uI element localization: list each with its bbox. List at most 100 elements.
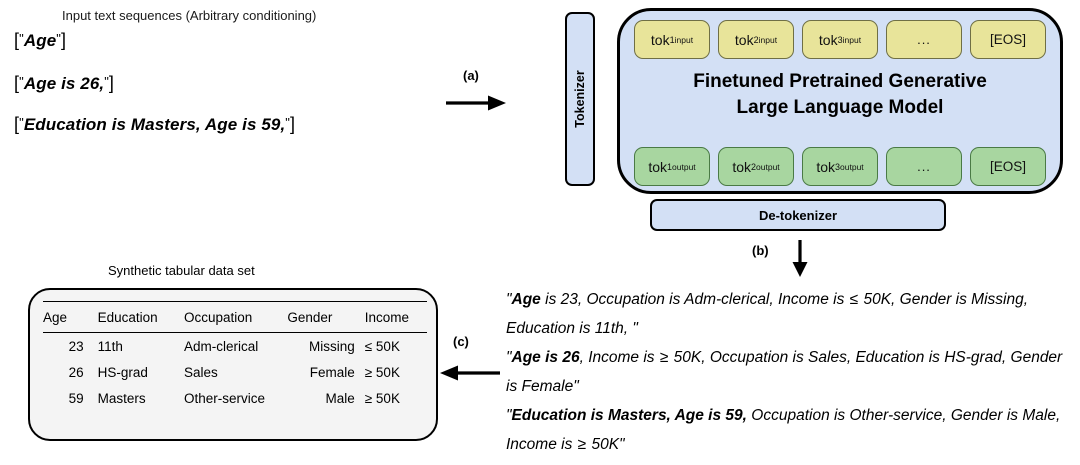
comparison-operator-icon: ≥: [577, 436, 587, 453]
quote-open: ": [19, 74, 24, 89]
generated-text-block: "Age is 23, Occupation is Adm-clerical, …: [506, 285, 1076, 459]
cell-income: ≥ 50K: [365, 359, 427, 385]
token-base: ...: [917, 32, 931, 47]
quote-open: ": [506, 349, 512, 366]
income-value: 50K: [375, 339, 400, 354]
token-base: tok: [816, 158, 836, 175]
income-value: 50K: [375, 391, 400, 406]
generated-rest-b: 50K, Gender is Missing, Education is 11t…: [506, 291, 1029, 337]
token-base: tok: [650, 31, 670, 48]
detokenizer-box: De-tokenizer: [650, 199, 946, 231]
input-token-eos: [EOS]: [970, 20, 1046, 59]
input-sequence-text: Age: [23, 31, 57, 50]
cell-education: HS-grad: [97, 365, 148, 380]
column-header-gender: Gender: [287, 301, 365, 333]
arrow-left-c-icon: [440, 365, 500, 381]
generated-rest-a: , Income is: [579, 349, 659, 366]
token-base: tok: [818, 31, 838, 48]
synthetic-data-table: Age Education Occupation Gender Income 2…: [43, 301, 427, 411]
token-base: tok: [732, 158, 752, 175]
input-sequence-text: Age is 26,: [23, 74, 105, 93]
income-value: 50K: [375, 365, 400, 380]
detokenizer-label: De-tokenizer: [758, 207, 838, 223]
table-header-row: Age Education Occupation Gender Income: [43, 301, 427, 333]
quote-close: ": [56, 31, 61, 46]
quote-open: ": [506, 291, 512, 308]
quote-close: ": [573, 378, 579, 395]
output-token-ellipsis: ...: [886, 147, 962, 186]
comparison-operator-icon: ≥: [364, 365, 373, 380]
column-header-education: Education: [97, 301, 185, 333]
comparison-operator-icon: ≤: [849, 291, 859, 308]
cell-education: Masters: [97, 391, 146, 406]
cell-occupation: Other-service: [184, 391, 266, 406]
bracket-close: ]: [289, 114, 296, 134]
token-base: [EOS]: [989, 32, 1026, 47]
cell-age: 26: [68, 365, 84, 380]
token-base: [EOS]: [989, 159, 1026, 174]
bracket-close: ]: [108, 73, 115, 93]
token-base: tok: [734, 31, 754, 48]
synthetic-table-card: Age Education Occupation Gender Income 2…: [28, 288, 438, 441]
bracket-open: [: [14, 114, 20, 134]
generated-rest-a: is 23, Occupation is Adm-clerical, Incom…: [540, 291, 849, 308]
arrow-a-label: (a): [463, 68, 479, 83]
output-token-eos: [EOS]: [970, 147, 1046, 186]
comparison-operator-icon: ≥: [659, 349, 669, 366]
tokenizer-box: Tokenizer: [565, 12, 595, 186]
token-base: tok: [648, 158, 668, 175]
generated-text-line: "Education is Masters, Age is 59, Occupa…: [506, 401, 1076, 459]
cell-income: ≥ 50K: [365, 385, 427, 411]
column-header-occupation: Occupation: [184, 301, 288, 333]
cell-education: 11th: [97, 339, 123, 354]
column-header-income: Income: [364, 301, 427, 333]
input-section-title: Input text sequences (Arbitrary conditio…: [62, 8, 317, 23]
input-sequence-item: ["Age"]: [14, 30, 66, 51]
cell-age: 23: [68, 339, 84, 354]
table-row: 23 11th Adm-clerical Missing ≤ 50K: [43, 333, 427, 360]
arrow-c-label: (c): [453, 334, 469, 349]
input-sequence-item: ["Age is 26,"]: [14, 73, 114, 94]
quote-open: ": [506, 407, 512, 424]
table-row: 26 HS-grad Sales Female ≥ 50K: [43, 359, 427, 385]
table-row: 59 Masters Other-service Male ≥ 50K: [43, 385, 427, 411]
input-sequence-item: ["Education is Masters, Age is 59,"]: [14, 114, 295, 135]
cell-gender: Missing: [308, 339, 355, 354]
cell-income: ≤ 50K: [365, 333, 427, 360]
generated-rest-a: Occupation is Other-service, Gender is M…: [506, 407, 1061, 453]
bracket-open: [: [14, 73, 20, 93]
generated-conditioning-text: Age: [511, 291, 541, 308]
token-base: ...: [917, 159, 931, 174]
input-sequence-text: Education is Masters, Age is 59,: [23, 115, 286, 134]
arrow-right-a-icon: [446, 95, 506, 111]
quote-open: ": [19, 31, 24, 46]
llm-title-line-2: Large Language Model: [736, 97, 944, 118]
cell-gender: Female: [309, 365, 355, 380]
input-token-ellipsis: ...: [886, 20, 962, 59]
bracket-open: [: [14, 30, 20, 50]
column-header-age: Age: [43, 301, 98, 333]
generated-text-line: "Age is 23, Occupation is Adm-clerical, …: [506, 285, 1076, 343]
comparison-operator-icon: ≤: [364, 339, 373, 354]
generated-conditioning-text: Age is 26: [511, 349, 580, 366]
quote-close: ": [285, 115, 290, 130]
generated-conditioning-text: Education is Masters, Age is 59,: [511, 407, 747, 424]
cell-occupation: Sales: [184, 365, 218, 380]
tokenizer-label: Tokenizer: [573, 70, 587, 128]
quote-close: ": [632, 320, 638, 337]
table-title: Synthetic tabular data set: [108, 263, 255, 278]
arrow-down-b-icon: [792, 240, 808, 277]
bracket-close: ]: [60, 30, 67, 50]
generated-rest-b: 50K: [587, 436, 620, 453]
quote-close: ": [104, 74, 109, 89]
llm-model-title: Finetuned Pretrained Generative Large La…: [620, 69, 1060, 121]
cell-occupation: Adm-clerical: [184, 339, 259, 354]
